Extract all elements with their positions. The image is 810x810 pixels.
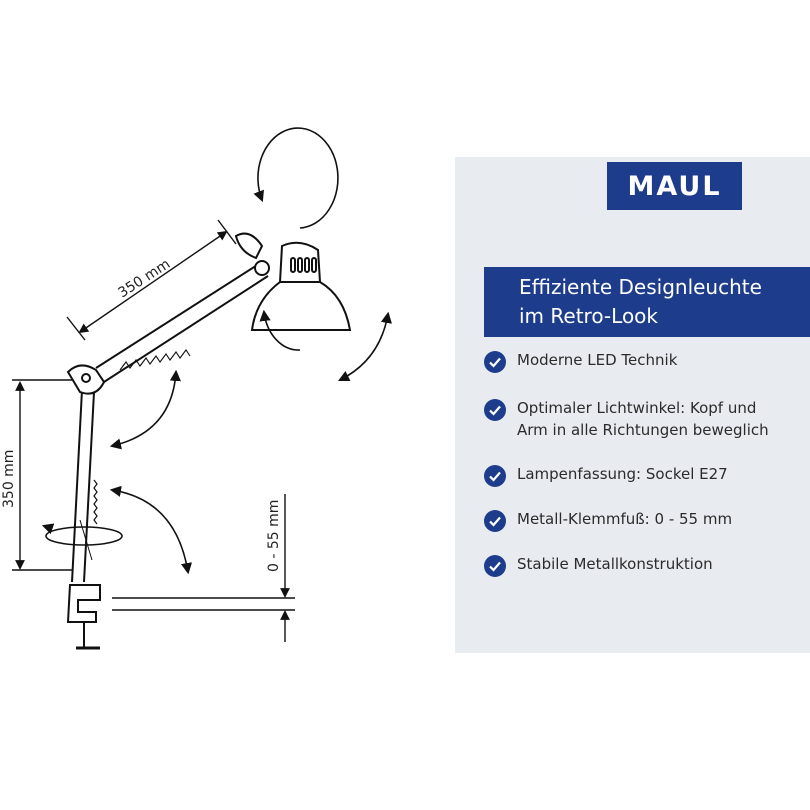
arm-length-label: 350 mm [115, 256, 173, 301]
post-height-dimension [12, 379, 80, 571]
check-circle-icon [484, 510, 506, 532]
feature-text: Metall-Klemmfuß: 0 - 55 mm [517, 510, 733, 528]
post-height-label: 350 mm [1, 450, 17, 508]
headline-line-1: Effiziente Designleuchte [519, 275, 762, 299]
feature-text: Stabile Metallkonstruktion [517, 555, 713, 573]
arm-length-dimension [66, 219, 237, 341]
brand-logo: MAUL [607, 162, 742, 210]
feature-item: Moderne LED Technik [484, 349, 678, 373]
feature-item: Stabile Metallkonstruktion [484, 553, 713, 577]
rotation-arrows [41, 127, 392, 575]
lamp-diagram: 350 mm 350 mm 0 - 55 mm [1, 127, 392, 650]
info-panel: MAUL Effiziente Designleuchte im Retro-L… [455, 157, 810, 653]
check-circle-icon [484, 399, 506, 421]
check-circle-icon [484, 555, 506, 577]
feature-item: Lampenfassung: Sockel E27 [484, 463, 728, 487]
headline-line-2: im Retro-Look [519, 304, 658, 328]
feature-text-continued: Arm in alle Richtungen beweglich [517, 421, 769, 439]
feature-item: Metall-Klemmfuß: 0 - 55 mm [484, 508, 733, 532]
feature-text: Lampenfassung: Sockel E27 [517, 465, 728, 483]
check-circle-icon [484, 351, 506, 373]
feature-text: Optimaler Lichtwinkel: Kopf und [517, 399, 757, 417]
feature-item: Optimaler Lichtwinkel: Kopf und Arm in a… [484, 397, 769, 441]
headline-box: Effiziente Designleuchte im Retro-Look [484, 267, 810, 337]
clamp-range-label: 0 - 55 mm [266, 500, 282, 572]
check-circle-icon [484, 465, 506, 487]
clamp-range-dimension [112, 494, 295, 642]
lamp-drawing [66, 232, 352, 650]
feature-text: Moderne LED Technik [517, 351, 678, 369]
